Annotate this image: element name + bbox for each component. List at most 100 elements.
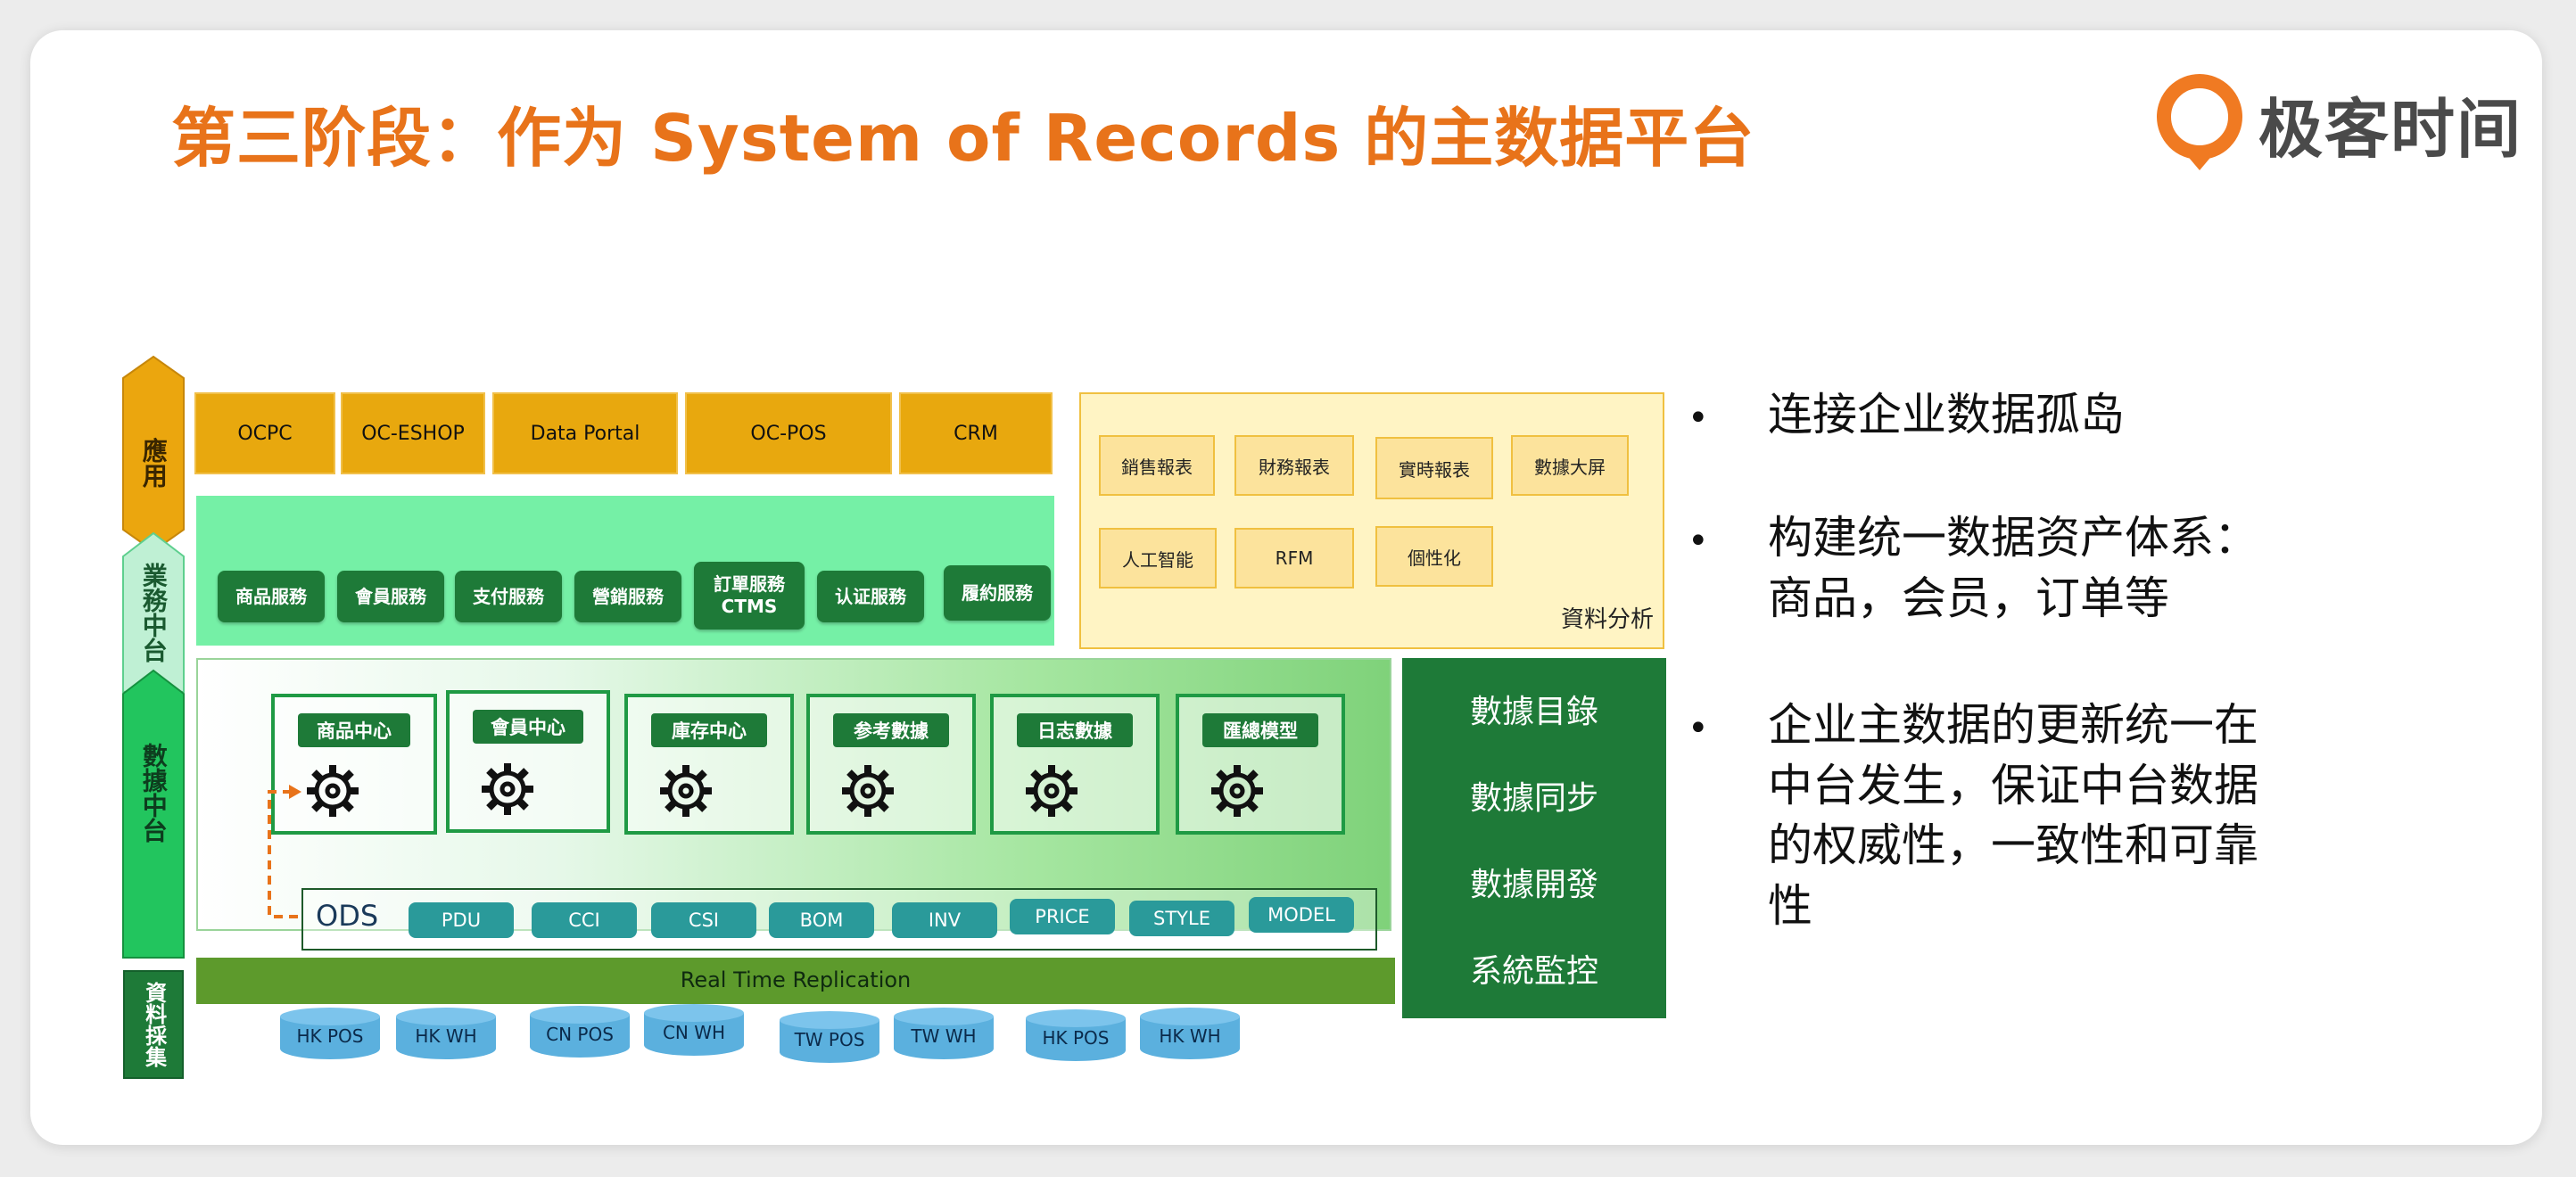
service-button: 商品服務 [218, 571, 325, 622]
database-cylinder: CN WH [644, 1004, 744, 1056]
database-top [1026, 1009, 1126, 1027]
app-label: OC-POS [750, 422, 827, 445]
app-layer-text: 應用 [138, 438, 169, 488]
bullet-text: 企业主数据的更新统一在 中台发生，保证中台数据 的权威性，一致性和可靠 性 [1768, 699, 2258, 932]
app-box: CRM [899, 392, 1053, 474]
data-tool-item: 數據目錄 [1469, 693, 1598, 730]
database-cylinder: HK WH [1140, 1008, 1240, 1059]
business-layer-text: 業務中台 [138, 563, 169, 663]
center-box: 商品中心 [271, 694, 437, 835]
analysis-item: 數據大屏 [1511, 435, 1629, 496]
service-label: 營銷服務 [592, 585, 664, 607]
center-label: 會員中心 [473, 710, 583, 744]
page-title: 第三阶段：作为 System of Records 的主数据平台 [171, 101, 1755, 176]
ods-pill-label: CSI [688, 910, 720, 931]
gear-icon [842, 765, 894, 817]
ods-label: ODS [316, 899, 379, 933]
app-label: OC-ESHOP [361, 422, 465, 445]
database-label: CN POS [546, 1024, 614, 1045]
analysis-item: 財務報表 [1234, 435, 1354, 496]
app-box: OC-ESHOP [341, 392, 485, 474]
ods-pill-label: PDU [441, 910, 482, 931]
bullet-dot: • [1688, 398, 1709, 439]
ods-pill-label: INV [928, 910, 962, 931]
analysis-label: RFM [1275, 547, 1314, 569]
database-top [396, 1008, 496, 1025]
service-label: 履約服務 [962, 581, 1033, 604]
service-button: 營銷服務 [574, 571, 681, 622]
analysis-label: 銷售報表 [1121, 456, 1193, 478]
analysis-label: 財務報表 [1259, 456, 1330, 478]
analysis-label: 數據大屏 [1534, 456, 1606, 478]
analysis-label: 個性化 [1408, 547, 1461, 569]
data-tool-item: 數據開發 [1469, 866, 1598, 903]
app-layer-arrow [122, 355, 185, 553]
analysis-item: RFM [1234, 528, 1354, 588]
database-label: TW POS [794, 1029, 865, 1050]
bullet-dot: • [1688, 521, 1709, 562]
ods-pill-label: STYLE [1153, 908, 1210, 929]
center-label: 参考數據 [833, 713, 949, 747]
logo: 极客时间 [2153, 70, 2522, 177]
collect-layer-text: 資料採集 [141, 982, 167, 1067]
database-cylinder: TW POS [780, 1011, 879, 1063]
database-label: HK WH [1159, 1025, 1221, 1047]
ods-pill: INV [892, 902, 997, 938]
database-top [280, 1008, 380, 1025]
service-label: 會員服務 [355, 585, 426, 607]
center-box: 匯總模型 [1176, 694, 1345, 835]
service-button: 履約服務 [944, 565, 1051, 621]
database-label: HK POS [1042, 1027, 1110, 1049]
gear-icon [1211, 765, 1263, 817]
database-label: HK POS [296, 1025, 364, 1047]
database-label: CN WH [662, 1022, 726, 1043]
replication-label: Real Time Replication [680, 967, 912, 992]
replication-bar-fill [196, 958, 1395, 1004]
analysis-label: 實時報表 [1399, 458, 1470, 481]
database-cylinder: TW WH [894, 1008, 994, 1059]
service-button: 认证服務 [817, 571, 924, 622]
database-label: TW WH [911, 1025, 977, 1047]
analysis-item: 實時報表 [1375, 437, 1493, 499]
gear-icon [482, 763, 533, 815]
service-label: 支付服務 [473, 585, 544, 607]
center-box: 日志數據 [990, 694, 1160, 835]
bullet-text: 连接企业数据孤岛 [1768, 389, 2125, 440]
database-label: HK WH [415, 1025, 477, 1047]
data-tool-item: 數據同步 [1469, 779, 1598, 817]
database-top [1140, 1008, 1240, 1025]
service-button: 訂單服務 CTMS [694, 562, 805, 630]
ods-pill: CSI [651, 902, 756, 938]
database-cylinder: HK WH [396, 1008, 496, 1059]
analysis-item: 銷售報表 [1099, 435, 1215, 496]
service-label: 商品服務 [235, 585, 307, 607]
ods-pill-label: BOM [799, 910, 844, 931]
center-label: 匯總模型 [1202, 713, 1318, 747]
ods-pill-label: MODEL [1267, 904, 1335, 926]
service-label: 訂單服務 CTMS [714, 573, 785, 617]
service-label: 认证服務 [835, 585, 906, 607]
app-label: CRM [954, 422, 998, 445]
architecture-diagram: 應用 業務中台 數據中台 資料採集 OCPC OC-ESHOP Data Por… [30, 30, 1725, 1145]
center-box: 庫存中心 [624, 694, 794, 835]
business-layer-arrow [122, 531, 185, 694]
ods-pill: CCI [532, 902, 637, 938]
ods-pill: MODEL [1249, 897, 1354, 933]
slide: 第三阶段：作为 System of Records 的主数据平台 极客时间 應用… [30, 30, 2542, 1145]
database-top [644, 1004, 744, 1022]
app-layer-label: 應用 [123, 414, 184, 512]
analysis-panel-label: 資料分析 [1560, 606, 1654, 633]
app-box: OC-POS [685, 392, 892, 474]
app-box: OCPC [194, 392, 335, 474]
ods-pill-label: CCI [568, 910, 600, 931]
database-top [530, 1006, 630, 1024]
center-label: 庫存中心 [651, 713, 767, 747]
ods-pill: STYLE [1129, 901, 1234, 936]
data-tool-item: 系統監控 [1469, 952, 1598, 990]
ods-pill: PRICE [1010, 899, 1115, 934]
data-layer-label: 數據中台 [123, 717, 184, 868]
ods-pill: BOM [769, 902, 874, 938]
layer-arrows [122, 355, 185, 959]
data-layer-text: 數據中台 [138, 743, 169, 843]
app-label: Data Portal [530, 422, 640, 445]
